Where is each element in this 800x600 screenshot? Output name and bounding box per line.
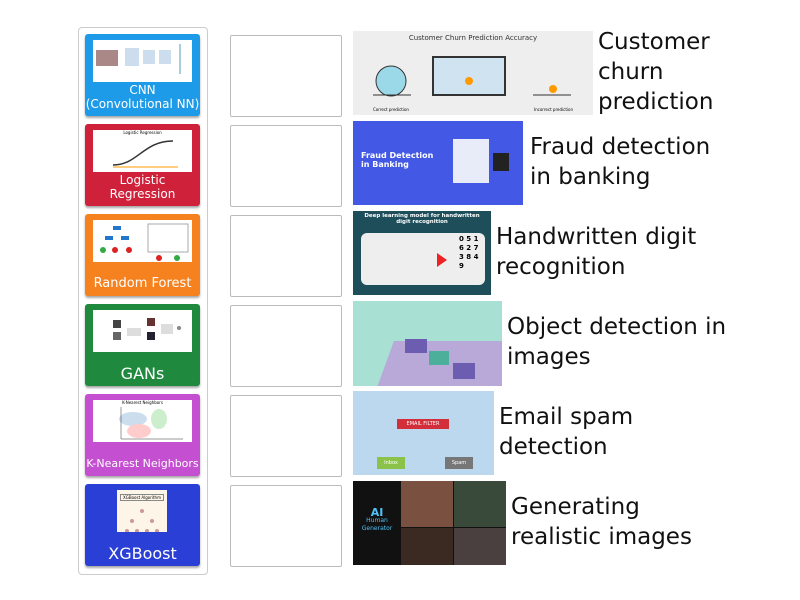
target-text-3: Handwritten digit recognition (496, 224, 697, 280)
target-text-1: Customer churn prediction (598, 29, 714, 115)
image-label: AI (370, 506, 384, 519)
card-cnn[interactable]: CNN (Convolutional NN) (85, 34, 200, 116)
image-label: Generator (361, 525, 393, 532)
thumb-title: XGBoost Algorithm (120, 494, 164, 501)
target-text-6: Generating realistic images (511, 494, 692, 550)
fraud-image: Fraud Detection in Banking (353, 121, 523, 205)
churn-image: Customer Churn Prediction Accuracy Corre… (353, 31, 593, 115)
drop-zone-5[interactable] (230, 395, 342, 477)
card-label: K-Nearest Neighbors (86, 457, 199, 470)
drop-zone-4[interactable] (230, 305, 342, 387)
drop-zone-1[interactable] (230, 35, 342, 117)
card-label: Random Forest (93, 276, 192, 291)
card-knn[interactable]: K-Nearest Neighbors K-Nearest Neighbors (85, 394, 200, 476)
card-logistic-regression[interactable]: Logistic Regression Logistic Regression (85, 124, 200, 206)
target-text-5: Email spam detection (499, 404, 634, 460)
xgboost-tree-image: XGBoost Algorithm (117, 490, 167, 532)
image-label: Inbox (377, 457, 405, 469)
thumb-title: Logistic Regression (123, 130, 162, 135)
sigmoid-chart-image: Logistic Regression (93, 130, 192, 172)
image-label: EMAIL FILTER (397, 419, 449, 429)
image-title: Customer Churn Prediction Accuracy (408, 34, 538, 42)
forest-diagram-image (93, 220, 192, 262)
object-detection-image (353, 301, 502, 386)
cnn-diagram-image (93, 40, 192, 82)
answer-bank: CNN (Convolutional NN) Logistic Regressi… (78, 27, 208, 575)
knn-scatter-image: K-Nearest Neighbors (93, 400, 192, 442)
card-random-forest[interactable]: Random Forest (85, 214, 200, 296)
thumb-title: K-Nearest Neighbors (122, 400, 163, 405)
card-gans[interactable]: GANs (85, 304, 200, 386)
email-filter-image: EMAIL FILTER Inbox Spam (353, 391, 494, 475)
target-text-4: Object detection in images (507, 314, 727, 370)
image-label: Human (366, 517, 388, 524)
image-caption: Incorrect prediction (533, 107, 573, 112)
image-label: Spam (445, 457, 473, 469)
target-text-2: Fraud detection in banking (530, 134, 711, 190)
card-label: GANs (120, 364, 165, 383)
card-label: XGBoost (108, 544, 177, 563)
digit-list: 0 5 1 6 2 7 3 8 4 9 (459, 235, 479, 270)
card-label: Logistic Regression (109, 173, 176, 201)
image-title: Fraud Detection in Banking (361, 151, 434, 169)
card-label: CNN (Convolutional NN) (85, 83, 200, 111)
gan-diagram-image (93, 310, 192, 352)
drop-zone-6[interactable] (230, 485, 342, 567)
digit-recognition-image: Deep learning model for handwritten digi… (353, 211, 491, 295)
card-xgboost[interactable]: XGBoost Algorithm XGBoost (85, 484, 200, 566)
drop-zone-2[interactable] (230, 125, 342, 207)
drop-zone-3[interactable] (230, 215, 342, 297)
image-title: Deep learning model for handwritten digi… (364, 213, 480, 225)
image-caption: Correct prediction (373, 107, 409, 112)
